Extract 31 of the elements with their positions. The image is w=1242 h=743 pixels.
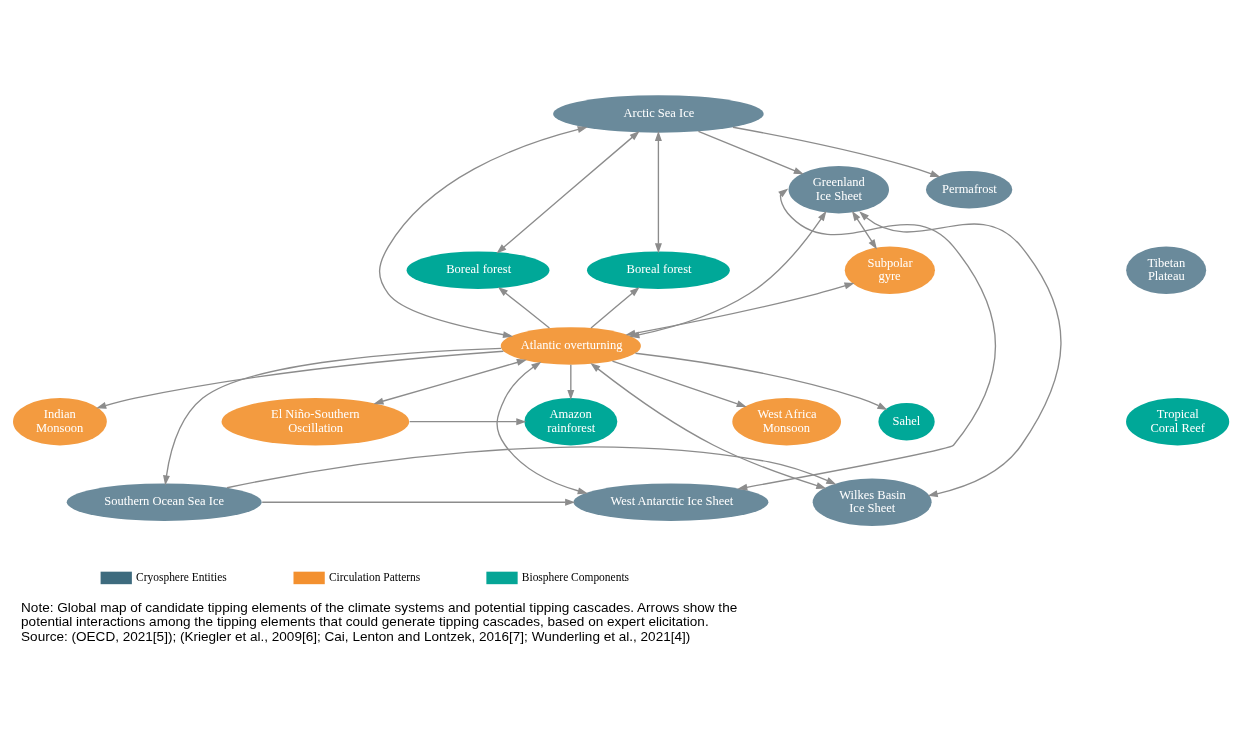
arrow (163, 347, 502, 485)
arrow (497, 286, 551, 329)
arrow (851, 210, 878, 249)
arrow (732, 126, 941, 177)
legend-label: Circulation Patterns (328, 570, 421, 583)
caption: Note: Global map of candidate tipping elements of the climate systems and potential tipping cascades. Arrows show the potential interactions among the tipping elements that could generate tipping cascades, based on expert elicitation. Source: (OECD, 2021[5]); (Kriegler et al., 2009[6]; Cai, Lenton and Lontzek, 2016[7]; Wunderling et al., 2021[4]) (21, 599, 738, 644)
arrow (96, 350, 505, 409)
arrow (590, 286, 640, 329)
node-ellipse: Amazon rainforest (524, 397, 618, 445)
arrow (373, 358, 527, 404)
arrow (697, 130, 804, 174)
node-ellipse: Boreal forest (587, 250, 730, 289)
node-ellipse: Boreal forest (406, 250, 550, 289)
legend-label: Biosphere Components (521, 570, 630, 583)
arrow (409, 417, 527, 425)
arrow (567, 363, 575, 400)
arrow (226, 445, 837, 488)
node-ellipse: Southern Ocean Sea Ice (66, 482, 262, 521)
arrow (634, 352, 888, 410)
legend-label: Cryosphere Entities (136, 570, 227, 583)
arrow (859, 210, 1062, 497)
arrow (261, 498, 576, 506)
arrow (496, 361, 588, 494)
arrow (737, 187, 997, 491)
arrow (654, 130, 662, 253)
arrow (611, 360, 747, 407)
arrow (590, 362, 827, 489)
node-ellipse: Tibetan Plateau (1126, 246, 1207, 294)
arrow (496, 130, 640, 253)
node-ellipse: Tropical Coral Reef (1126, 397, 1230, 445)
arrow (378, 125, 588, 338)
